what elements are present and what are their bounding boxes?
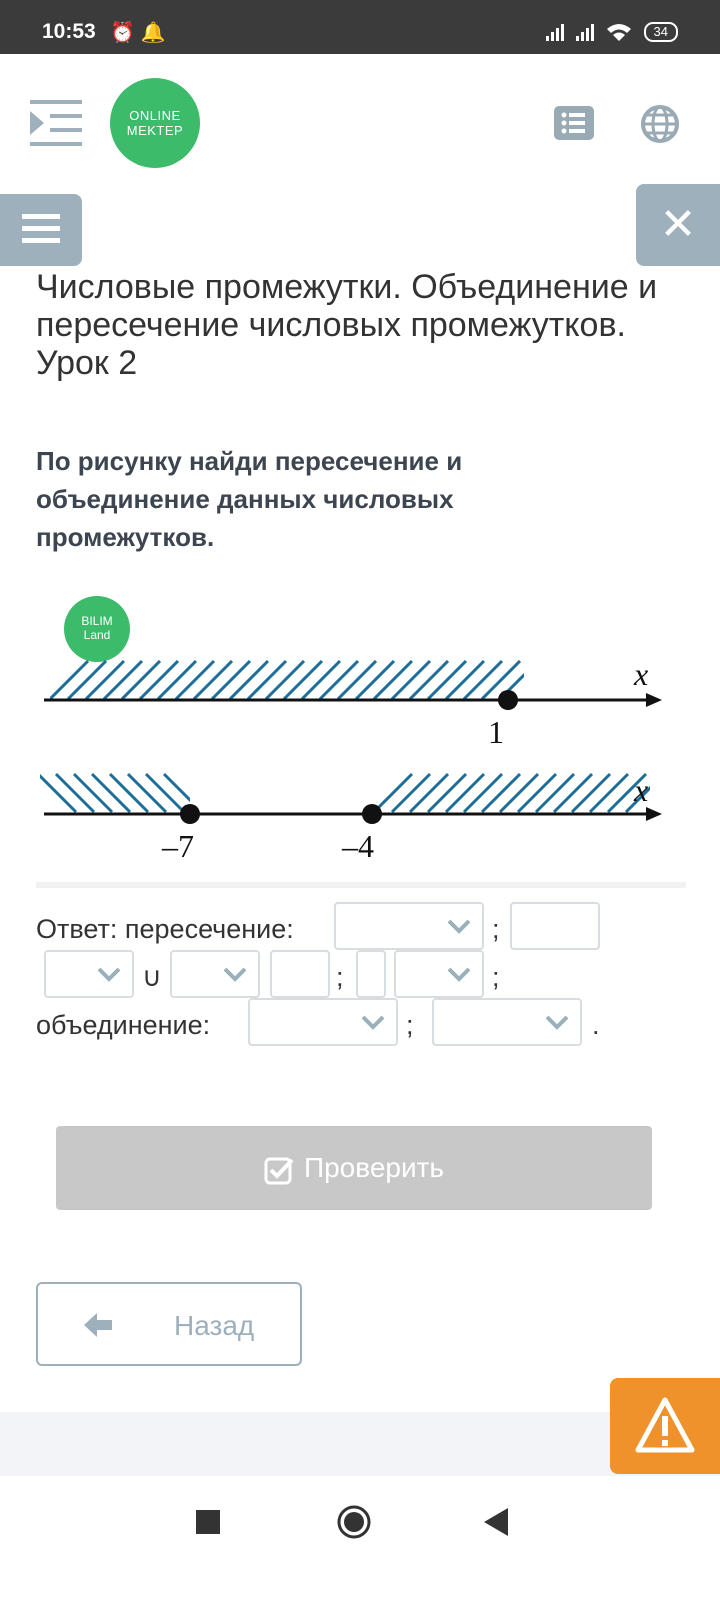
intersection-second-end-bracket-select[interactable] (394, 950, 484, 998)
point-1 (498, 690, 518, 710)
intersection-second-bracket-select[interactable] (170, 950, 260, 998)
logo-line1: ONLINE (129, 108, 181, 123)
page-footer (0, 1412, 720, 1476)
bilimland-badge: BILIM Land (64, 596, 130, 662)
answer-form: Ответ: пересечение: ; ∪ ; ; объединение:… (36, 900, 686, 1060)
online-mektep-logo[interactable]: ONLINE MEKTEP (110, 78, 200, 168)
chevron-down-icon (447, 967, 471, 982)
top-bar: ONLINE MEKTEP (0, 54, 720, 194)
point-label-minus7: –7 (162, 828, 194, 864)
warning-icon (635, 1397, 695, 1453)
checkbox-icon (264, 1157, 294, 1185)
intersection-second-right-value-input[interactable] (356, 950, 386, 998)
separator: ; (406, 1010, 414, 1040)
list-icon[interactable] (554, 106, 594, 140)
intersection-left-value-input[interactable] (510, 902, 600, 950)
number-line-figure: BILIM Land (36, 596, 686, 872)
check-button[interactable]: Проверить (56, 1126, 652, 1210)
point-minus4 (362, 804, 382, 824)
hatching-line2-right (372, 772, 650, 814)
system-nav-bar (0, 1476, 720, 1600)
point-label-1: 1 (488, 714, 504, 750)
chevron-down-icon (545, 1015, 569, 1030)
signal-icon-2 (575, 23, 594, 41)
home-icon[interactable] (336, 1504, 372, 1540)
status-bar: 10:53 ⏰ 🔔 34 (0, 0, 720, 54)
chevron-down-icon (361, 1015, 385, 1030)
chevron-down-icon (97, 967, 121, 982)
hamburger-icon (22, 214, 60, 243)
battery-icon: 34 (643, 22, 678, 42)
hatching-line2-left (40, 772, 190, 814)
status-time: 10:53 (42, 20, 96, 43)
intersection-left-bracket-select[interactable] (334, 902, 484, 950)
separator: ; (336, 962, 344, 992)
union-right-select[interactable] (432, 998, 582, 1046)
back-button[interactable]: Назад (36, 1282, 302, 1366)
back-button-label: Назад (174, 1310, 255, 1341)
chevron-down-icon (223, 967, 247, 982)
signal-icon (545, 23, 564, 41)
chevron-down-icon (447, 919, 471, 934)
alarm-icon: ⏰ 🔔 (110, 22, 166, 44)
logo-line2: MEKTEP (126, 123, 184, 138)
axis-arrow1 (646, 693, 662, 707)
intersection-second-value-input[interactable] (270, 950, 330, 998)
lesson-title: Числовые промежутки. Объединение и перес… (36, 268, 658, 382)
intersection-right-bracket-select[interactable] (44, 950, 134, 998)
number-lines-svg (40, 660, 662, 824)
axis-label-line2: x (634, 772, 649, 808)
sidebar-toggle-icon[interactable] (30, 100, 82, 146)
recent-apps-icon[interactable] (196, 1510, 220, 1534)
close-button[interactable]: ✕ (636, 184, 720, 266)
divider (36, 882, 686, 888)
separator: ; (492, 914, 500, 944)
union-symbol: ∪ (142, 962, 162, 992)
check-button-label: Проверить (303, 1152, 445, 1183)
task-text: По рисунку найди пересечение и объединен… (36, 446, 463, 552)
arrow-left-icon (84, 1313, 112, 1337)
globe-icon[interactable] (640, 104, 680, 144)
point-label-minus4: –4 (342, 828, 374, 864)
back-nav-icon[interactable] (484, 1508, 510, 1536)
separator: ; (492, 962, 500, 992)
badge-line1: BILIM (81, 614, 113, 628)
period: . (592, 1010, 600, 1040)
menu-button[interactable] (0, 194, 82, 266)
union-label: объединение: (36, 1010, 211, 1040)
badge-line2: Land (83, 628, 111, 642)
union-left-select[interactable] (248, 998, 398, 1046)
status-indicators: 34 (545, 22, 678, 42)
axis-label-line1: x (634, 656, 649, 692)
point-minus7 (180, 804, 200, 824)
close-icon: ✕ (659, 200, 697, 249)
wifi-icon (606, 24, 631, 41)
intersection-label: Ответ: пересечение: (36, 914, 294, 944)
report-problem-button[interactable] (610, 1378, 720, 1474)
hatching-line1 (50, 660, 524, 700)
axis-arrow2 (646, 807, 662, 821)
